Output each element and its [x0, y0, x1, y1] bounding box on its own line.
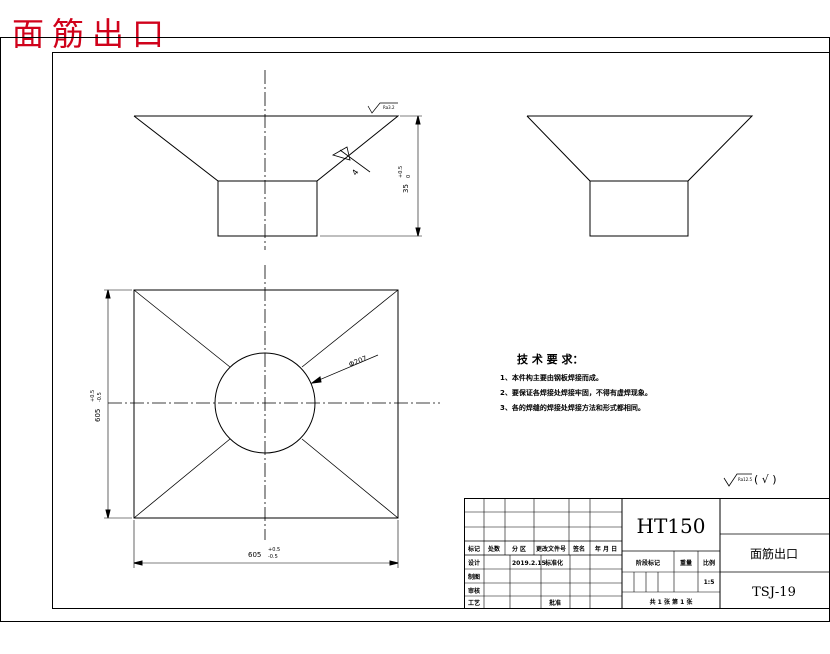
row-label: 审核: [468, 587, 480, 595]
title-block-header-row: 标记 处数 分 区 更改文件号 签名 年 月 日: [467, 545, 617, 553]
header-cell: 分 区: [512, 545, 526, 553]
side-tolerance-upper: +0.5: [90, 390, 96, 402]
side-dimension: 605: [94, 409, 102, 422]
scale-label: 比例: [703, 559, 715, 567]
header-cell: 签名: [572, 545, 585, 553]
bottom-tolerance-upper: +0.5: [268, 547, 280, 553]
header-cell: 标记: [467, 545, 480, 553]
height-dimension: 35: [402, 184, 410, 193]
title-block-row-labels: 设计 制图 审核 工艺: [468, 559, 480, 607]
hole-dimension: Φ207: [348, 354, 368, 368]
row-label: 制图: [468, 573, 480, 581]
drawing-number: TSJ-19: [752, 585, 796, 600]
general-roughness: Ra12.5 ( √ ): [723, 473, 777, 487]
sheet-info: 共 1 张 第 1 张: [650, 598, 694, 606]
technical-notes: 技 术 要 求： 1、本件构主要由钢板焊接而成。 2、要保证各焊接处焊接牢固，不…: [500, 352, 652, 412]
note-item: 3、各的焊缝的焊接处焊接方法和形式都相同。: [500, 403, 645, 412]
header-cell: 处数: [487, 545, 501, 553]
height-tolerance-lower: 0: [406, 175, 412, 178]
roughness-top-label: Ra3.2: [383, 105, 395, 110]
weight-label: 重量: [680, 559, 692, 567]
roughness-general-bracket: ( √ ): [754, 473, 777, 486]
note-item: 2、要保证各焊接处焊接牢固，不得有虚焊现象。: [500, 388, 652, 397]
front-view: [133, 70, 422, 250]
roughness-general-value: Ra12.5: [738, 477, 753, 482]
height-tolerance-upper: +0.5: [398, 166, 404, 178]
side-view: [526, 115, 754, 237]
design-date: 2019.2.15: [512, 560, 546, 567]
header-cell: 更改文件号: [536, 545, 566, 553]
header-cell: 年 月 日: [595, 545, 617, 553]
approve-label: 批准: [549, 599, 561, 607]
stage-label: 阶段标记: [636, 559, 660, 567]
row-label: 设计: [468, 559, 480, 567]
row-label: 工艺: [468, 599, 480, 607]
top-view: [104, 265, 440, 568]
drawing-title: 面筋出口: [12, 15, 173, 53]
scale-value: 1:5: [704, 579, 715, 586]
material-label: HT150: [637, 514, 706, 538]
inner-frame: [52, 52, 830, 609]
note-item: 1、本件构主要由钢板焊接而成。: [500, 373, 603, 382]
weld-size-label: 4: [350, 168, 360, 177]
notes-title: 技 术 要 求：: [517, 352, 584, 366]
bottom-dimension: 605: [248, 551, 261, 559]
design-signature: 标准化: [544, 559, 563, 567]
bottom-tolerance-lower: -0.5: [268, 554, 278, 560]
part-name: 面筋出口: [750, 546, 798, 561]
side-tolerance-lower: -0.5: [97, 392, 103, 402]
